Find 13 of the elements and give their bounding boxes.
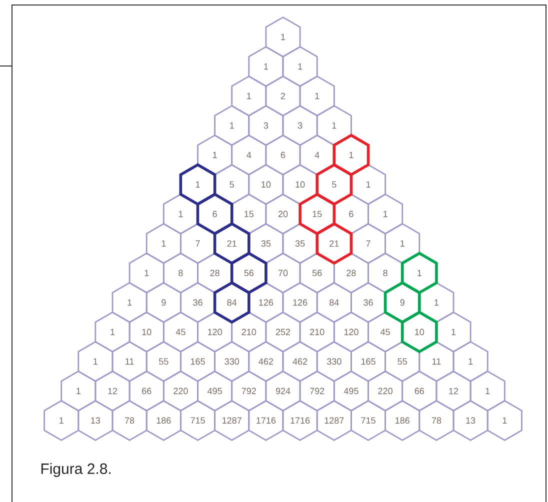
hexagon-cell: 9 [384,281,421,324]
hexagon-cell: 10 [400,310,438,354]
hexagon-cell: 21 [213,222,250,265]
hexagon-cell: 6 [196,192,234,236]
hexagon-cell: 56 [230,252,268,294]
caption: Figura 2.8. [41,463,110,477]
hexagon-cell: 15 [298,192,336,236]
hexagon-cell: 1 [400,252,438,294]
hexagon-cell: 1 [332,134,370,176]
hexagon-cell: 84 [213,281,250,324]
hexagon-cell: 5 [316,163,353,206]
hexagon-cell: 1 [179,163,216,206]
hexagon-cell: 21 [316,222,353,265]
